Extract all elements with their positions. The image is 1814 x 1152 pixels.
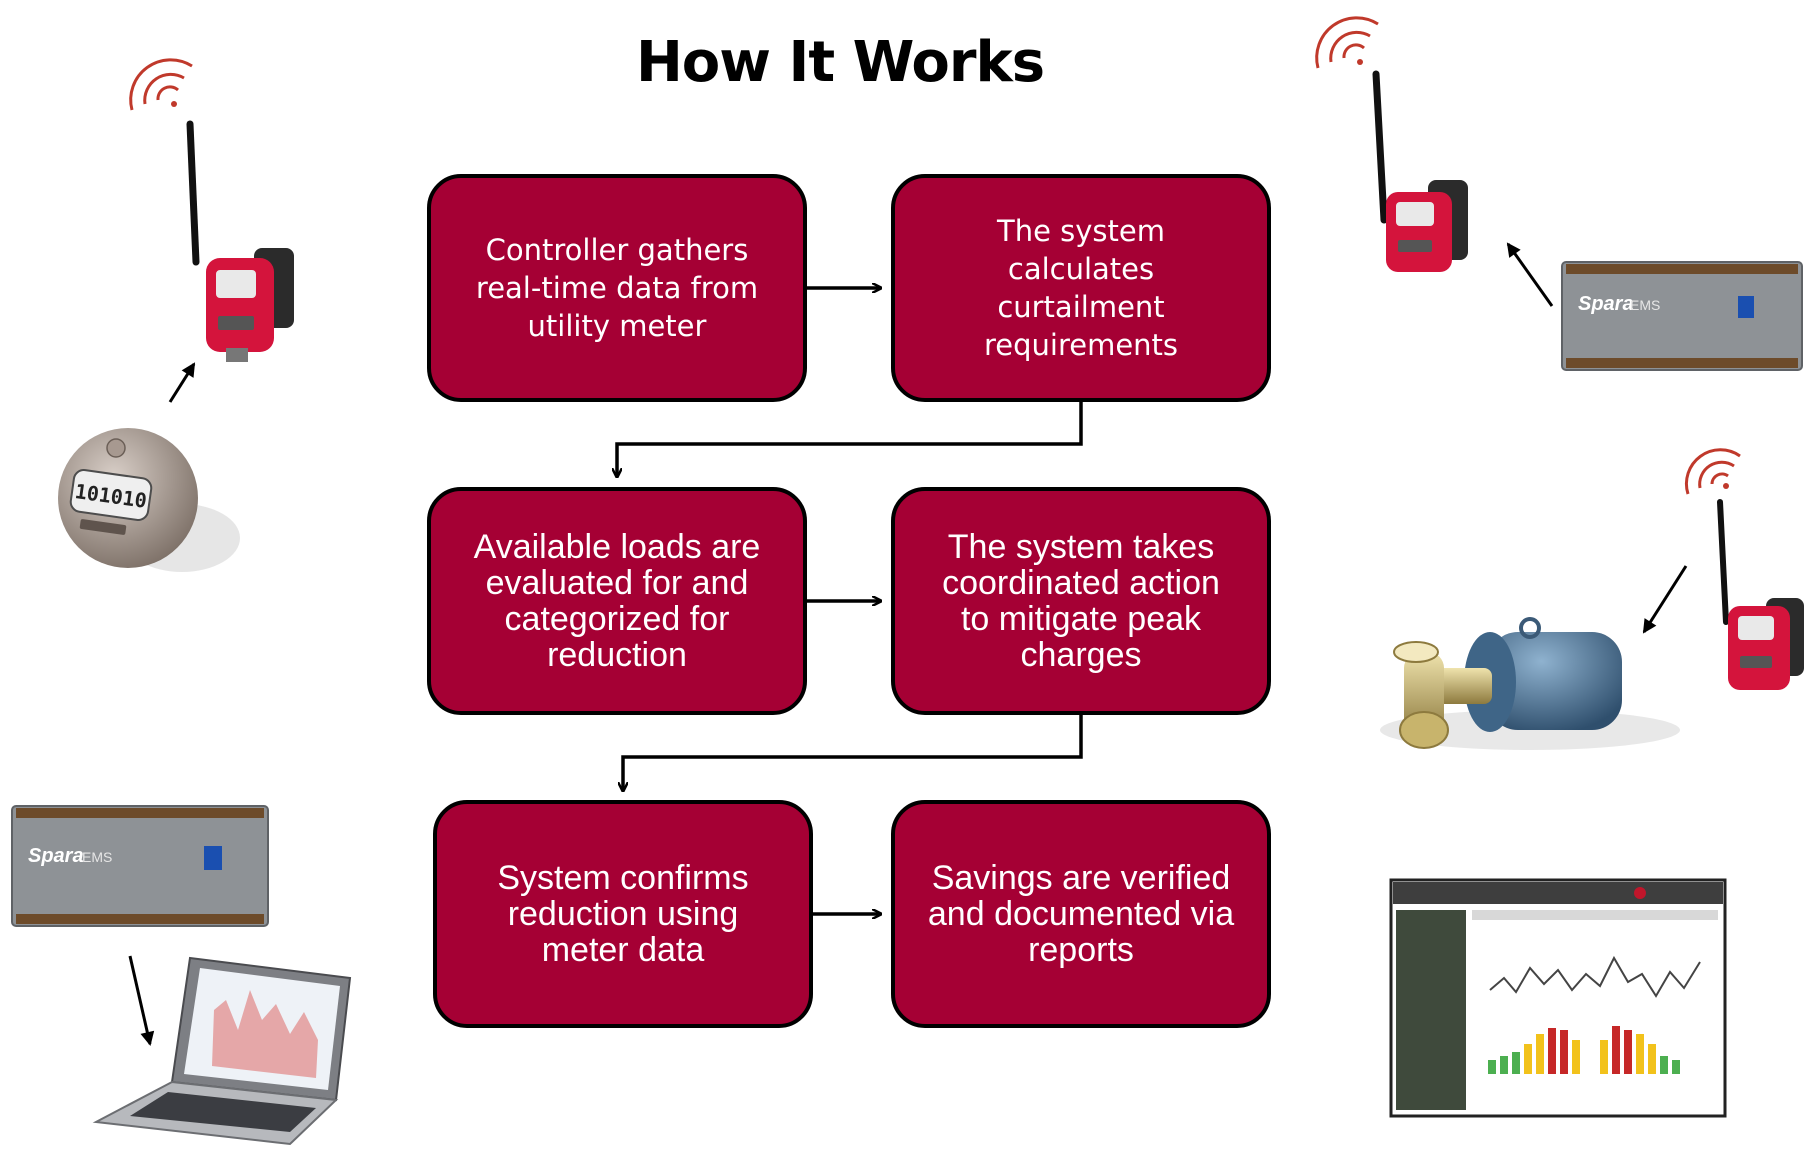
step-5-text: System confirms reduction using meter da…: [497, 859, 749, 969]
pump-motor-icon: [1380, 617, 1680, 750]
controller-icon: Spara EMS: [1561, 261, 1803, 371]
wireless-node-icon: [1315, 16, 1468, 272]
report-dashboard-icon: [1389, 878, 1727, 1118]
step-5-box: System confirms reduction using meter da…: [433, 800, 813, 1028]
controller-suffix: EMS: [1630, 297, 1660, 313]
controller-brand: Spara: [28, 845, 84, 867]
controller-suffix: EMS: [82, 849, 112, 865]
wireless-node-icon: [129, 58, 294, 362]
step-1-box: Controller gathers real-time data from u…: [427, 174, 807, 402]
page-title: How It Works: [635, 30, 1045, 95]
arrow-step4-to-step5: [623, 715, 1083, 790]
step-4-box: The system takes coordinated action to m…: [891, 487, 1271, 715]
arrow-meter-to-node: [168, 362, 196, 403]
step-1-text: Controller gathers real-time data from u…: [475, 233, 759, 343]
step-6-box: Savings are verified and documented via …: [891, 800, 1271, 1028]
step-2-box: The system calculates curtailment requir…: [891, 174, 1271, 402]
arrow-controller-to-node: [1506, 242, 1554, 307]
step-2-text: The system calculates curtailment requir…: [983, 214, 1179, 362]
step-4-text: The system takes coordinated action to m…: [942, 528, 1220, 674]
step-3-text: Available loads are evaluated for and ca…: [473, 528, 761, 674]
utility-meter-icon: 101010: [58, 428, 240, 572]
arrow-node-to-pump: [1642, 565, 1688, 634]
laptop-icon: [92, 956, 352, 1146]
flow-arrows: [617, 288, 1083, 914]
controller-icon: Spara EMS: [11, 805, 269, 927]
step-3-box: Available loads are evaluated for and ca…: [427, 487, 807, 715]
controller-brand: Spara: [1578, 293, 1634, 315]
arrow-controller-to-laptop: [128, 955, 155, 1046]
arrow-step2-to-step3: [617, 402, 1083, 476]
wireless-node-icon: [1684, 448, 1804, 690]
step-6-text: Savings are verified and documented via …: [927, 859, 1235, 969]
